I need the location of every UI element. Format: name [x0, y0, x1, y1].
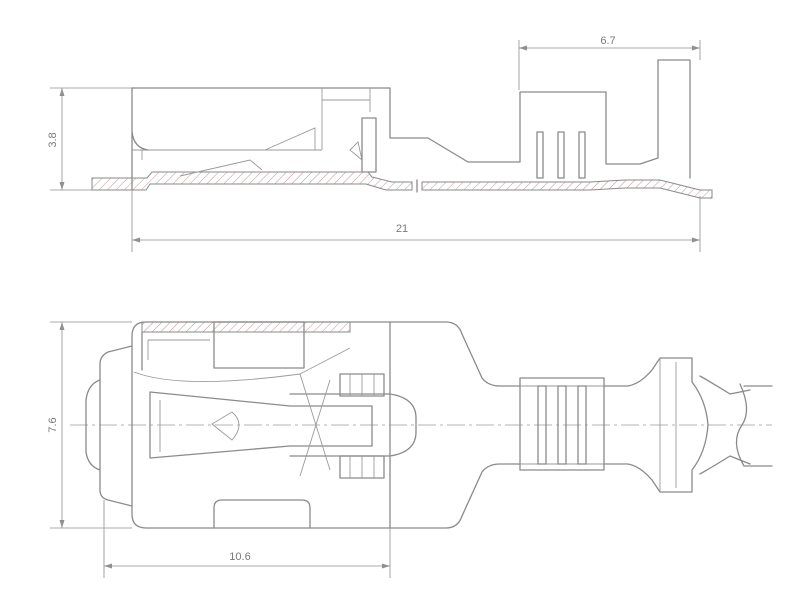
side-crimp-1 [536, 131, 544, 179]
dim-height: 3.8 [47, 132, 59, 147]
neck-outline [389, 321, 521, 387]
side-tail-strip [421, 179, 713, 199]
dim-bottom-width: 7.6 [47, 417, 59, 432]
side-crimp-3 [578, 131, 586, 179]
dim-overall-length: 21 [396, 223, 408, 235]
wire [699, 375, 751, 475]
tongue [149, 391, 373, 459]
side-view: 6.7 3.8 21 [47, 35, 713, 252]
crimp-section [519, 377, 605, 471]
top-body-outline [131, 321, 391, 529]
side-crimp-2 [557, 131, 565, 179]
top-view: 7.6 10.6 [47, 321, 773, 578]
top-rail [141, 321, 351, 333]
dim-bottom-length: 10.6 [229, 551, 250, 563]
side-base-strip [91, 171, 413, 191]
side-body-outline [131, 59, 691, 179]
insulation-crimp [603, 357, 709, 493]
dim-top-width: 6.7 [600, 35, 615, 47]
